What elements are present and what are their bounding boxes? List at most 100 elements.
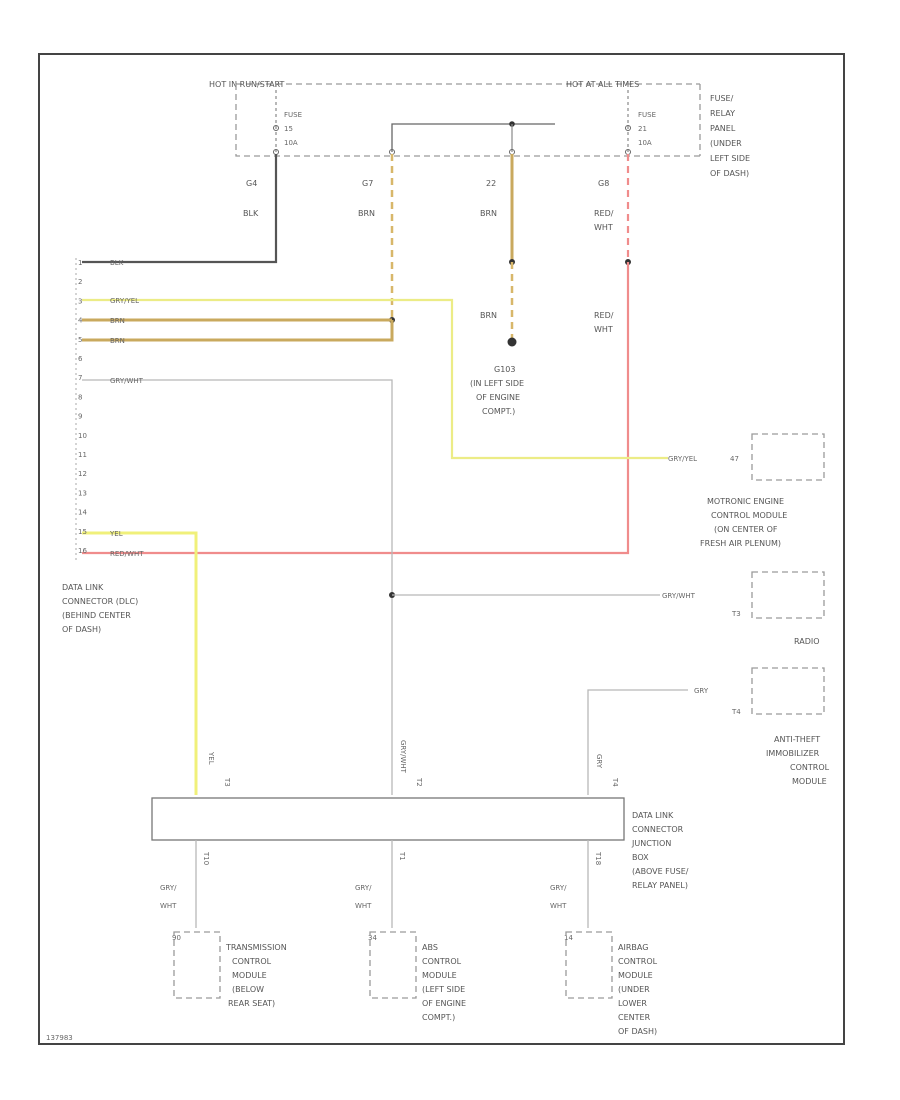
svg-text:MODULE: MODULE (792, 777, 827, 786)
svg-text:LEFT SIDE: LEFT SIDE (710, 154, 750, 163)
dlc-pin-15: 15 (78, 528, 87, 536)
wire-22-label: 22 (486, 179, 496, 188)
svg-text:GRY: GRY (595, 754, 603, 769)
svg-text:AIRBAG: AIRBAG (618, 943, 648, 952)
wire-g8-label: G8 (598, 179, 609, 188)
svg-text:MODULE: MODULE (232, 971, 267, 980)
svg-text:(ABOVE FUSE/: (ABOVE FUSE/ (632, 867, 689, 876)
svg-text:10A: 10A (638, 139, 652, 147)
junction-out-pin-3: T18 (594, 851, 602, 865)
wire-brn3-label: BRN (480, 311, 497, 320)
dlc-pin-12: 12 (78, 470, 87, 478)
svg-text:GRY/YEL: GRY/YEL (668, 455, 697, 463)
svg-text:GRY/WHT: GRY/WHT (662, 592, 696, 600)
diagram-code: 137983 (46, 1034, 73, 1042)
svg-text:RELAY: RELAY (710, 109, 735, 118)
svg-text:CONNECTOR: CONNECTOR (632, 825, 684, 834)
svg-text:(UNDER: (UNDER (618, 985, 650, 994)
svg-text:(ON CENTER OF: (ON CENTER OF (714, 525, 778, 534)
dlc-junction-box: YEL GRY/WHT GRY T3 T2 T4 DATA LINK CONNE… (151, 740, 689, 890)
svg-text:WHT: WHT (550, 902, 567, 910)
svg-text:OF DASH): OF DASH) (710, 169, 749, 178)
wire-g4-label: G4 (246, 179, 257, 188)
fuse-15: FUSE 15 10A (273, 84, 302, 155)
dlc-pin-9: 9 (78, 413, 82, 421)
svg-text:CONTROL MODULE: CONTROL MODULE (711, 511, 787, 520)
svg-text:OF ENGINE: OF ENGINE (476, 393, 520, 402)
wire-brn-pin5 (82, 320, 394, 342)
svg-text:T3: T3 (223, 777, 231, 787)
svg-text:CONNECTOR (DLC): CONNECTOR (DLC) (62, 597, 138, 606)
dlc-pin-2: 2 (78, 278, 82, 286)
radio-module: GRY/WHT T3 RADIO (662, 571, 825, 646)
svg-text:YEL: YEL (207, 751, 215, 765)
svg-text:ABS: ABS (422, 943, 438, 952)
svg-text:MODULE: MODULE (422, 971, 457, 980)
wire-gry-wht (82, 379, 393, 795)
dlc-pin-8: 8 (78, 393, 82, 401)
svg-text:OF DASH): OF DASH) (618, 1027, 657, 1036)
transmission-control-module: 90 TRANSMISSION CONTROL MODULE (BELOW RE… (172, 931, 287, 1008)
svg-text:WHT: WHT (594, 223, 613, 232)
dlc-pin-4: 4 (78, 317, 83, 325)
svg-text:T4: T4 (731, 708, 741, 716)
svg-text:CONTROL: CONTROL (232, 957, 272, 966)
svg-text:(UNDER: (UNDER (710, 139, 742, 148)
svg-text:COMPT.): COMPT.) (482, 407, 515, 416)
svg-text:RELAY PANEL): RELAY PANEL) (632, 881, 688, 890)
diagram-frame (38, 53, 845, 1045)
dlc-pin-14: 14 (78, 509, 87, 517)
svg-text:(BELOW: (BELOW (232, 985, 264, 994)
dlc-p5-wire: BRN (110, 337, 125, 345)
motronic-ecm: GRY/YEL 47 MOTRONIC ENGINE CONTROL MODUL… (668, 433, 825, 548)
abs-control-module: 34 ABS CONTROL MODULE (LEFT SIDE OF ENGI… (368, 931, 466, 1022)
svg-text:(BEHIND CENTER: (BEHIND CENTER (62, 611, 131, 620)
svg-text:14: 14 (564, 934, 573, 942)
svg-text:IMMOBILIZER: IMMOBILIZER (766, 749, 820, 758)
svg-text:COMPT.): COMPT.) (422, 1013, 455, 1022)
svg-text:CENTER: CENTER (618, 1013, 651, 1022)
svg-text:BOX: BOX (632, 853, 649, 862)
hot-run-start-label: HOT IN RUN/START (209, 80, 285, 89)
dlc-p3-wire: GRY/YEL (110, 297, 139, 305)
junction-out-wires: GRY/WHT GRY/WHT GRY/WHT (160, 884, 567, 910)
airbag-control-module: 14 AIRBAG CONTROL MODULE (UNDER LOWER CE… (564, 931, 658, 1036)
wire-g7-label: G7 (362, 179, 373, 188)
wire-redwht (82, 262, 630, 555)
svg-text:G103: G103 (494, 365, 515, 374)
svg-text:ANTI-THEFT: ANTI-THEFT (774, 735, 820, 744)
svg-text:JUNCTION: JUNCTION (631, 839, 671, 848)
fuse-21: FUSE 21 10A (625, 84, 656, 155)
svg-text:T2: T2 (415, 777, 423, 787)
svg-text:15: 15 (284, 125, 293, 133)
dlc-p1-wire: BLK (110, 259, 124, 267)
svg-text:DATA LINK: DATA LINK (632, 811, 674, 820)
junction-out-pin-1: T10 (202, 851, 210, 865)
hot-all-times-label: HOT AT ALL TIMES (566, 80, 639, 89)
svg-text:10A: 10A (284, 139, 298, 147)
svg-text:34: 34 (368, 934, 377, 942)
wire-blk-label: BLK (243, 209, 259, 218)
immobilizer-module: GRY T4 ANTI-THEFT IMMOBILIZER CONTROL MO… (694, 667, 830, 786)
svg-text:90: 90 (172, 934, 181, 942)
ground-g103-symbol (507, 337, 517, 347)
svg-text:CONTROL: CONTROL (618, 957, 658, 966)
dlc-p16-wire: RED/WHT (110, 550, 144, 558)
wire-brn1-label: BRN (358, 209, 375, 218)
svg-text:GRY/: GRY/ (550, 884, 567, 892)
svg-text:PANEL: PANEL (710, 124, 736, 133)
wire-gry-immobilizer (587, 689, 688, 795)
svg-text:T3: T3 (731, 610, 741, 618)
svg-text:FRESH AIR PLENUM): FRESH AIR PLENUM) (700, 539, 781, 548)
svg-text:WHT: WHT (594, 325, 613, 334)
dlc-pin-11: 11 (78, 451, 87, 459)
svg-text:47: 47 (730, 455, 739, 463)
wire-redwht2-label: RED/ (594, 311, 614, 320)
svg-text:GRY/: GRY/ (355, 884, 372, 892)
svg-text:DATA LINK: DATA LINK (62, 583, 104, 592)
svg-text:GRY/WHT: GRY/WHT (399, 740, 407, 774)
dlc-pin-5: 5 (78, 336, 82, 344)
dlc-p7-wire: GRY/WHT (110, 377, 144, 385)
